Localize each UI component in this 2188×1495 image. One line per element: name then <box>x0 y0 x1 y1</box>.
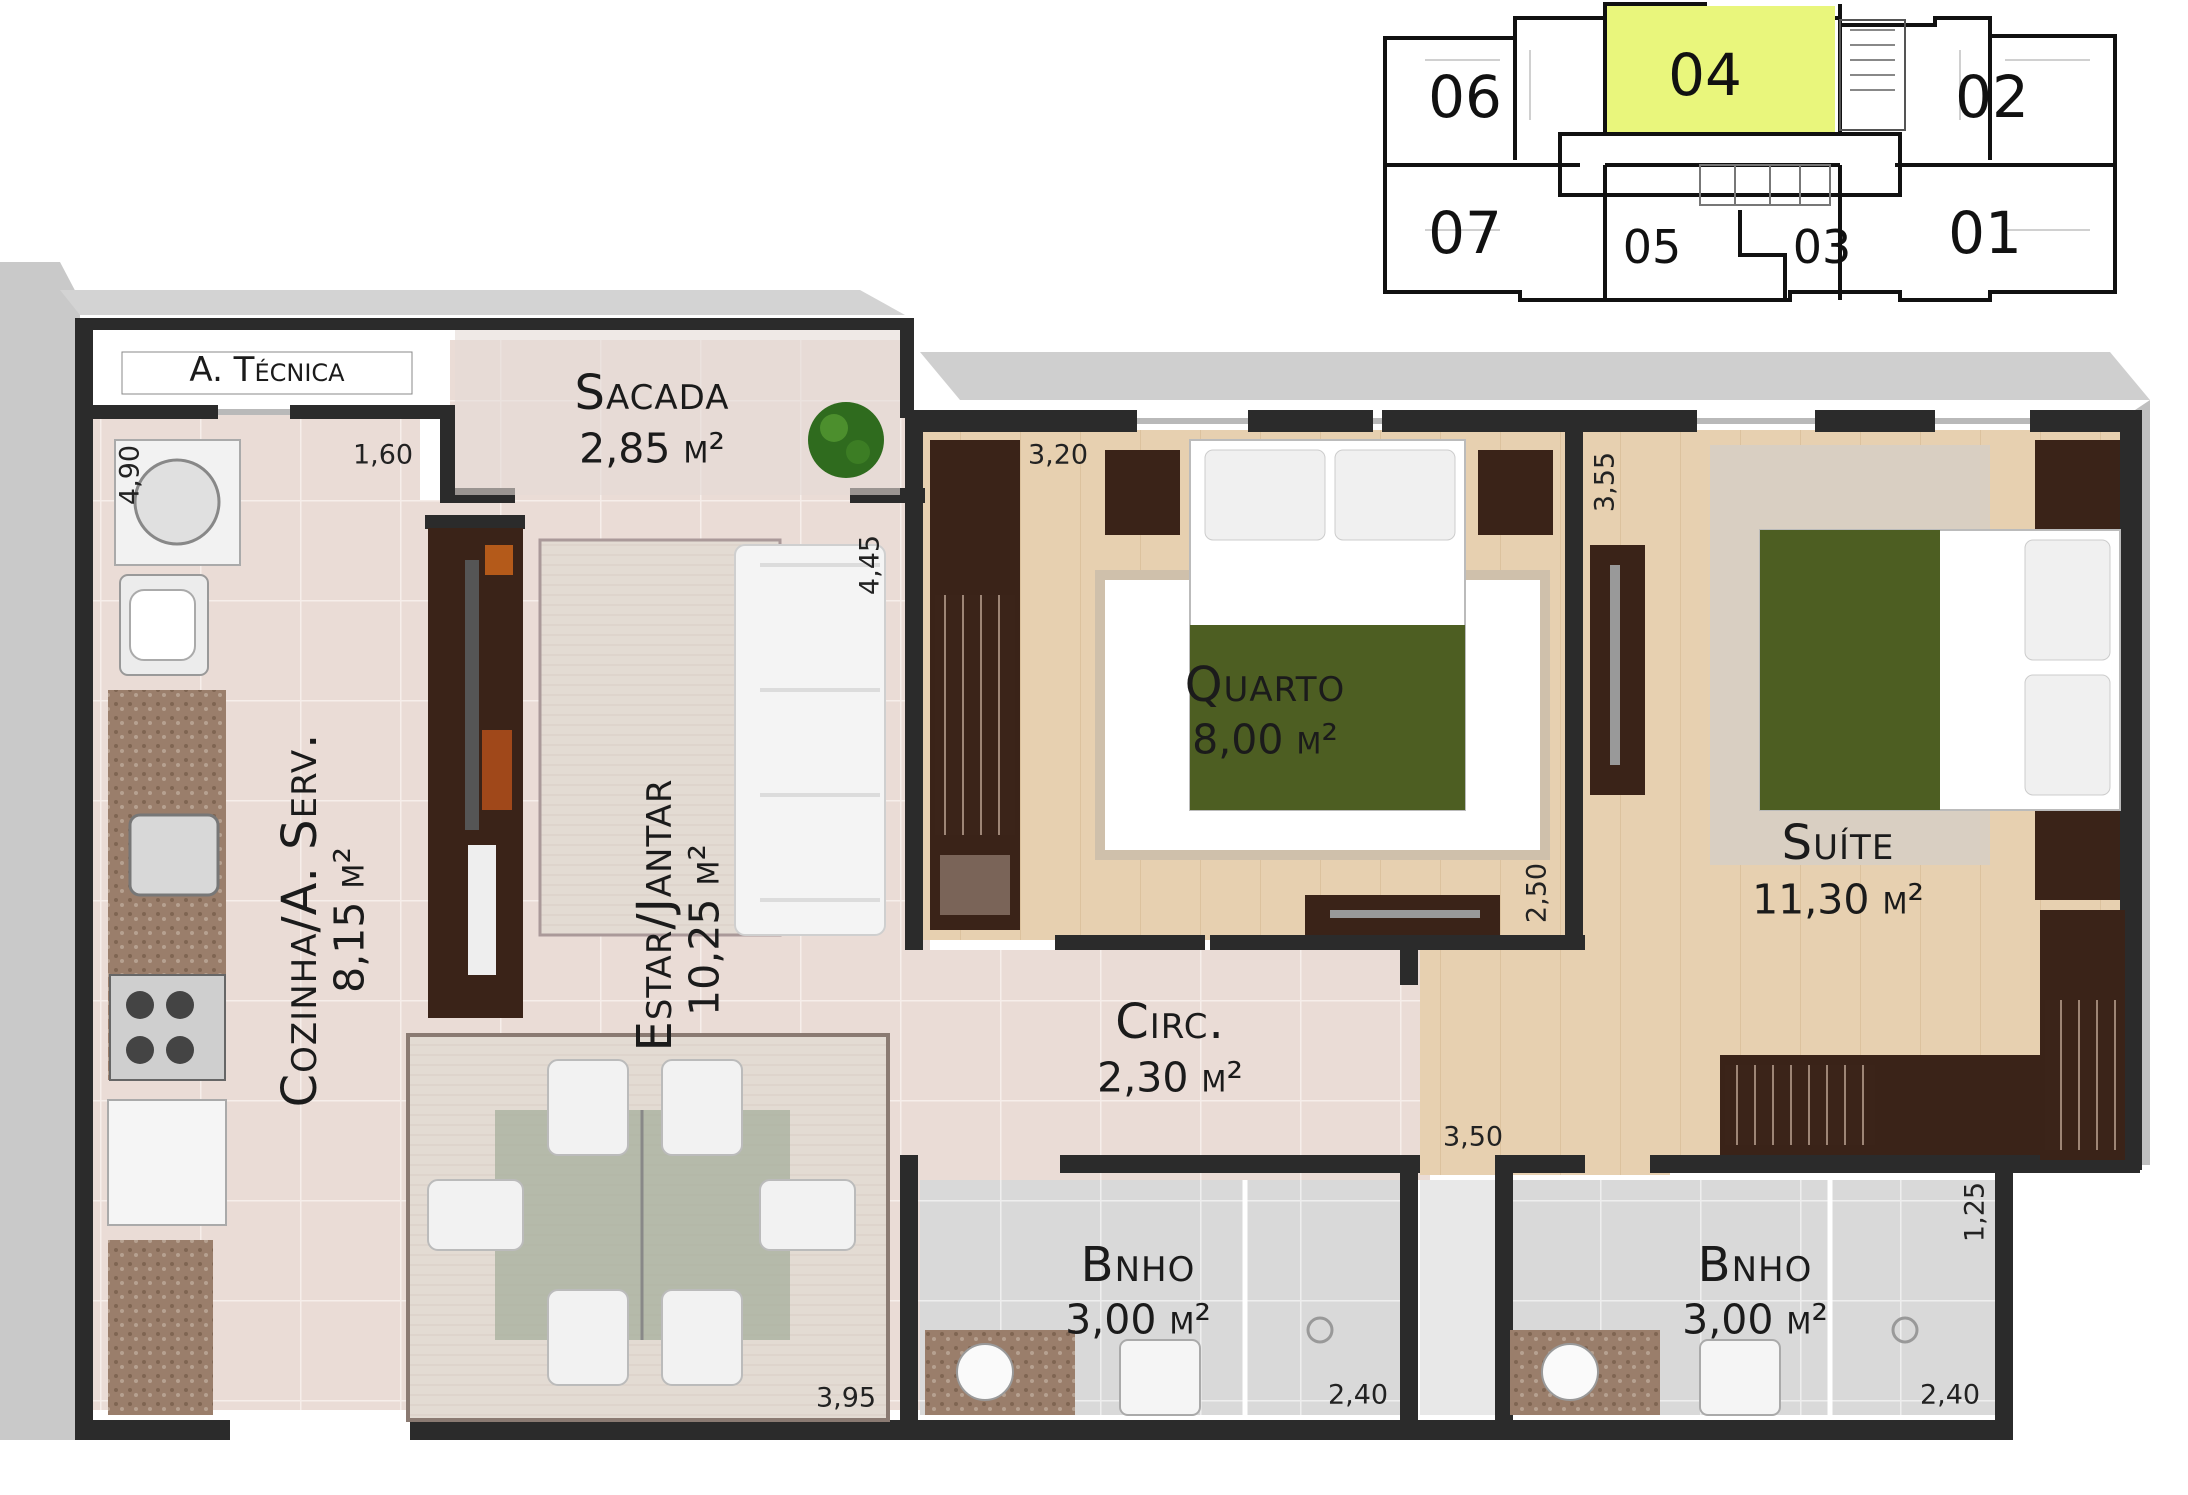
room-area-cozinha: 8,15 m² <box>325 847 374 993</box>
unit-label-01: 01 <box>1948 199 2022 267</box>
room-area-suite: 11,30 m² <box>1752 875 1924 924</box>
living-furniture <box>406 528 890 1422</box>
dim-label: 3,55 <box>1589 451 1621 513</box>
dining-chairs <box>427 1059 856 1386</box>
kitchen-sink <box>128 813 220 897</box>
tecnica-label-box <box>121 351 413 395</box>
room-area-estar: 10,25 m² <box>680 844 729 1016</box>
cooktop <box>109 974 226 1081</box>
suite-nightstand-top <box>2035 440 2120 530</box>
nightstand-left <box>1105 450 1180 535</box>
toilet-bnho-1 <box>1119 1339 1201 1416</box>
wall-shadows <box>0 262 2150 1440</box>
room-name-bnho-2: Bnho <box>1697 1237 1813 1293</box>
counter-lower <box>108 1240 213 1415</box>
floor-circ-wood <box>1420 950 1670 1175</box>
dim-label: 1,25 <box>1959 1181 1991 1243</box>
room-name-sacada: Sacada <box>574 365 730 421</box>
dim-label: 2,50 <box>1521 862 1553 924</box>
room-area-bnho-1: 3,00 m² <box>1065 1295 1211 1344</box>
room-name-tecnica: A. Técnica <box>189 350 345 390</box>
windows <box>218 409 2030 424</box>
plant <box>808 402 884 478</box>
sink-bnho-1 <box>956 1343 1014 1401</box>
key-plan <box>1383 2 2117 302</box>
room-area-quarto: 8,00 m² <box>1192 715 1338 764</box>
walls <box>75 318 2142 1440</box>
room-name-suite: Suíte <box>1781 815 1895 871</box>
bathroom-fixtures <box>925 1180 1919 1416</box>
sink-bnho-2 <box>1541 1343 1599 1401</box>
suite-furniture <box>1590 440 2125 1160</box>
room-name-circ: Circ. <box>1115 994 1225 1050</box>
dim-label: 2,40 <box>1327 1379 1389 1411</box>
dim-label: 2,40 <box>1919 1379 1981 1411</box>
floor-circ <box>920 950 1430 1180</box>
toilet-bnho-2 <box>1699 1339 1781 1416</box>
room-area-sacada: 2,85 m² <box>579 424 725 473</box>
room-area-circ: 2,30 m² <box>1097 1053 1243 1102</box>
room-area-bnho-2: 3,00 m² <box>1682 1295 1828 1344</box>
room-name-quarto: Quarto <box>1184 657 1346 713</box>
unit-label-06: 06 <box>1428 63 1502 131</box>
sacada-area <box>121 330 900 495</box>
dim-label: 3,50 <box>1442 1121 1504 1153</box>
nightstand-right <box>1478 450 1553 535</box>
unit-04-highlight <box>1607 6 1835 134</box>
dim-label: 3,20 <box>1027 439 1089 471</box>
room-name-cozinha: Cozinha/A. Serv. <box>272 732 328 1108</box>
bedspread-suite <box>1760 530 1940 810</box>
unit-label-03: 03 <box>1792 220 1852 274</box>
fridge <box>107 1099 227 1226</box>
room-name-bnho-1: Bnho <box>1080 1237 1196 1293</box>
unit-label-02: 02 <box>1955 63 2029 131</box>
unit-label-05: 05 <box>1622 220 1682 274</box>
quarto-furniture <box>930 439 1553 935</box>
sofa <box>734 544 886 936</box>
floor-shaft <box>1420 1180 1495 1415</box>
unit-label-04: 04 <box>1668 41 1742 109</box>
unit-label-07: 07 <box>1428 199 1502 267</box>
kitchen-furniture <box>107 439 241 1415</box>
room-name-estar: Estar/Jantar <box>627 778 683 1052</box>
bedspread-quarto <box>1190 625 1465 810</box>
dim-label: 4,90 <box>114 444 146 506</box>
dim-label: 1,60 <box>352 439 414 471</box>
dim-label: 3,95 <box>815 1382 877 1414</box>
dim-label: 4,45 <box>854 534 886 596</box>
suite-nightstand-bottom <box>2035 810 2120 900</box>
